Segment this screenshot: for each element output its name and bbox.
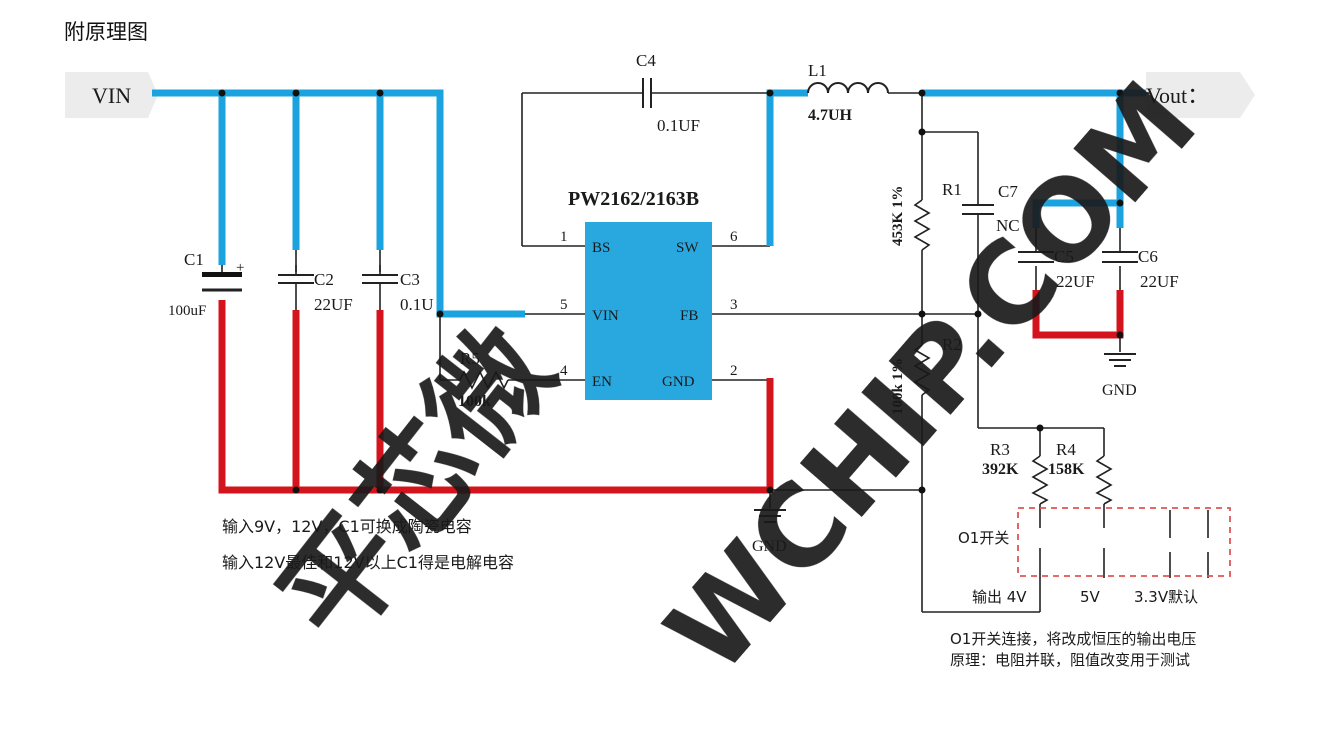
pin-fb-name: FB — [680, 308, 698, 324]
switch-label: O1开关 — [958, 529, 1009, 547]
ground-symbol-main: GND — [752, 509, 787, 555]
c7-value: NC — [996, 216, 1020, 235]
chip-part-number: PW2162/2163B — [568, 188, 699, 210]
c6-ref: C6 — [1138, 247, 1158, 266]
resistor-r2: R2 100k 1% — [890, 335, 962, 415]
capacitor-c5: C5 22UF — [1018, 247, 1095, 291]
pin-en-name: EN — [592, 374, 612, 390]
switch-output-33v: 3.3V默认 — [1134, 588, 1198, 606]
pin-2-num: 2 — [730, 363, 738, 379]
c1-ref: C1 — [184, 250, 204, 269]
resistor-r1: R1 453K 1% — [890, 180, 962, 251]
note-switch-line1: O1开关连接，将改成恒压的输出电压 — [950, 630, 1196, 648]
l1-ref: L1 — [808, 61, 827, 80]
capacitor-c2: C2 22UF — [278, 265, 353, 314]
c2-ref: C2 — [314, 270, 334, 289]
r1-ref: R1 — [942, 180, 962, 199]
resistor-r5: R5 100k — [458, 349, 509, 410]
note-input-line2: 输入12V最佳和12V以上C1得是电解电容 — [222, 553, 514, 572]
c6-value: 22UF — [1140, 272, 1179, 291]
watermark-chinese: 平芯微 — [253, 303, 580, 667]
r3-ref: R3 — [990, 440, 1010, 459]
pin-3-num: 3 — [730, 297, 738, 313]
pin-1-num: 1 — [560, 229, 568, 245]
pin-6-num: 6 — [730, 229, 738, 245]
capacitor-c1: + C1 100uF — [168, 250, 244, 319]
r2-value: 100k 1% — [890, 358, 906, 415]
switch-output-4v: 输出 4V — [972, 588, 1027, 606]
pin-gnd-name: GND — [662, 374, 695, 390]
pin-sw-name: SW — [676, 240, 699, 256]
ground-label-main: GND — [752, 538, 787, 555]
c7-ref: C7 — [998, 182, 1018, 201]
c4-ref: C4 — [636, 51, 656, 70]
watermark: 平芯微 WCHIP.COM — [253, 58, 1222, 697]
r4-value: 158K — [1048, 461, 1085, 478]
c5-ref: C5 — [1054, 247, 1074, 266]
resistor-r3: R3 392K — [982, 440, 1049, 505]
pin-4-num: 4 — [560, 363, 568, 379]
r3-value: 392K — [982, 461, 1019, 478]
r4-ref: R4 — [1056, 440, 1076, 459]
ground-net-highlight — [218, 290, 1124, 494]
note-switch-line2: 原理：电阻并联，阻值改变用于测试 — [950, 651, 1190, 669]
ic-chip: PW2162/2163B 1 5 4 6 3 2 BS VIN EN SW FB… — [560, 188, 738, 400]
vin-port-label: VIN — [92, 83, 131, 108]
c4-value: 0.1UF — [657, 116, 700, 135]
pin-5-num: 5 — [560, 297, 568, 313]
junctions — [218, 89, 1124, 494]
capacitor-c3: C3 0.1U — [362, 265, 434, 314]
l1-value: 4.7UH — [808, 107, 853, 124]
r5-ref: R5 — [460, 349, 480, 368]
pin-vin-name: VIN — [592, 308, 619, 324]
switch-o1: O1开关 输出 4V 5V 3.3V默认 — [958, 507, 1231, 606]
capacitor-c6: C6 22UF — [1102, 247, 1179, 291]
vout-port: Vout： — [1146, 72, 1255, 118]
c5-value: 22UF — [1056, 272, 1095, 291]
c2-value: 22UF — [314, 295, 353, 314]
resistor-r4: R4 158K — [1048, 440, 1113, 505]
inductor-l1: L1 4.7UH — [807, 61, 889, 124]
capacitor-c7: C7 NC — [962, 182, 1020, 235]
doc-title: 附原理图 — [64, 20, 148, 44]
capacitor-c4: C4 0.1UF — [636, 51, 700, 135]
pin-bs-name: BS — [592, 240, 610, 256]
c1-value: 100uF — [168, 303, 206, 319]
ground-label-output: GND — [1102, 382, 1137, 399]
r2-ref: R2 — [942, 335, 962, 354]
c3-ref: C3 — [400, 270, 420, 289]
vout-port-label: Vout： — [1146, 83, 1209, 108]
ground-symbol-output: GND — [1102, 353, 1137, 399]
switch-output-5v: 5V — [1080, 588, 1101, 606]
vin-port: VIN — [65, 72, 158, 118]
c1-polarity: + — [236, 260, 244, 276]
r5-value: 100k — [458, 393, 491, 410]
c3-value: 0.1U — [400, 295, 434, 314]
note-input-line1: 输入9V，12V，C1可换成陶瓷电容 — [222, 517, 472, 536]
r1-value: 453K 1% — [890, 186, 906, 246]
